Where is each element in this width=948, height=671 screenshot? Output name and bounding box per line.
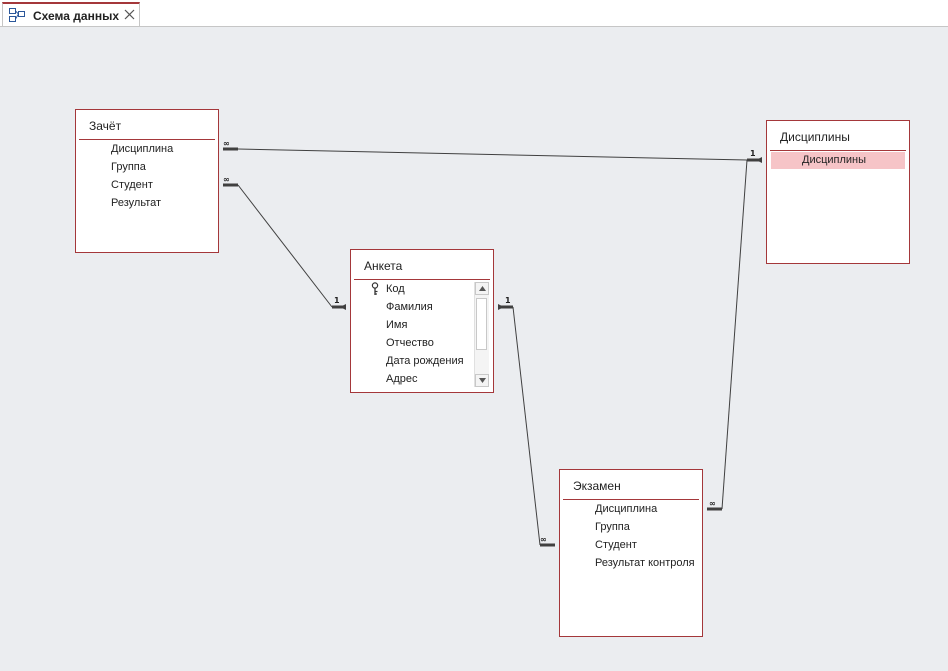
table-title[interactable]: Анкета [364, 259, 403, 273]
field-item[interactable]: Имя [386, 319, 408, 331]
field-item[interactable]: Группа [111, 161, 146, 173]
table-title[interactable]: Экзамен [573, 479, 621, 493]
field-item[interactable]: Результат [111, 197, 162, 209]
document-tab-bar: Схема данных [0, 0, 948, 27]
table-discipliny[interactable]: Дисциплины Дисциплины [766, 120, 910, 264]
field-list: Код Фамилия Имя Отчество Дата рождения А… [351, 280, 473, 392]
field-item[interactable]: Результат контроля [595, 557, 695, 569]
field-item[interactable]: Студент [595, 539, 637, 551]
tab-relationships[interactable]: Схема данных [2, 2, 140, 26]
field-item[interactable]: Отчество [386, 337, 434, 349]
field-item-selected[interactable]: Дисциплины [771, 152, 905, 169]
title-divider [563, 499, 699, 500]
table-anketa[interactable]: Анкета Код Фамилия Имя Отчество Дата рож… [350, 249, 494, 393]
table-ekzamen[interactable]: Экзамен Дисциплина Группа Студент Резуль… [559, 469, 703, 637]
triangle-down-icon [478, 378, 486, 383]
table-title[interactable]: Дисциплины [780, 130, 850, 144]
title-divider [354, 279, 490, 280]
title-divider [79, 139, 215, 140]
field-item[interactable]: Фамилия [386, 301, 433, 313]
table-zachet[interactable]: Зачёт Дисциплина Группа Студент Результа… [75, 109, 219, 253]
relationships-icon [9, 8, 25, 22]
triangle-up-icon [478, 286, 486, 291]
scroll-thumb[interactable] [476, 298, 487, 350]
field-item[interactable]: Дата рождения [386, 355, 464, 367]
tab-title: Схема данных [33, 9, 119, 23]
field-item[interactable]: Группа [595, 521, 630, 533]
field-list: Дисциплина Группа Студент Результат конт… [560, 500, 702, 636]
field-list: Дисциплины [767, 151, 909, 263]
scroll-down-button[interactable] [475, 374, 489, 387]
field-item[interactable]: Адрес [386, 373, 418, 385]
close-icon [124, 9, 134, 19]
field-scrollbar[interactable] [474, 282, 489, 387]
field-item[interactable]: Дисциплина [595, 503, 658, 515]
field-item[interactable]: Дисциплина [111, 143, 174, 155]
field-item[interactable]: Код [386, 283, 405, 295]
title-divider [770, 150, 906, 151]
table-title[interactable]: Зачёт [89, 119, 122, 133]
close-tab-button[interactable] [122, 7, 136, 21]
field-item[interactable]: Студент [111, 179, 153, 191]
field-list: Дисциплина Группа Студент Результат [76, 140, 218, 252]
primary-key-icon [371, 282, 379, 295]
scroll-up-button[interactable] [475, 282, 489, 295]
